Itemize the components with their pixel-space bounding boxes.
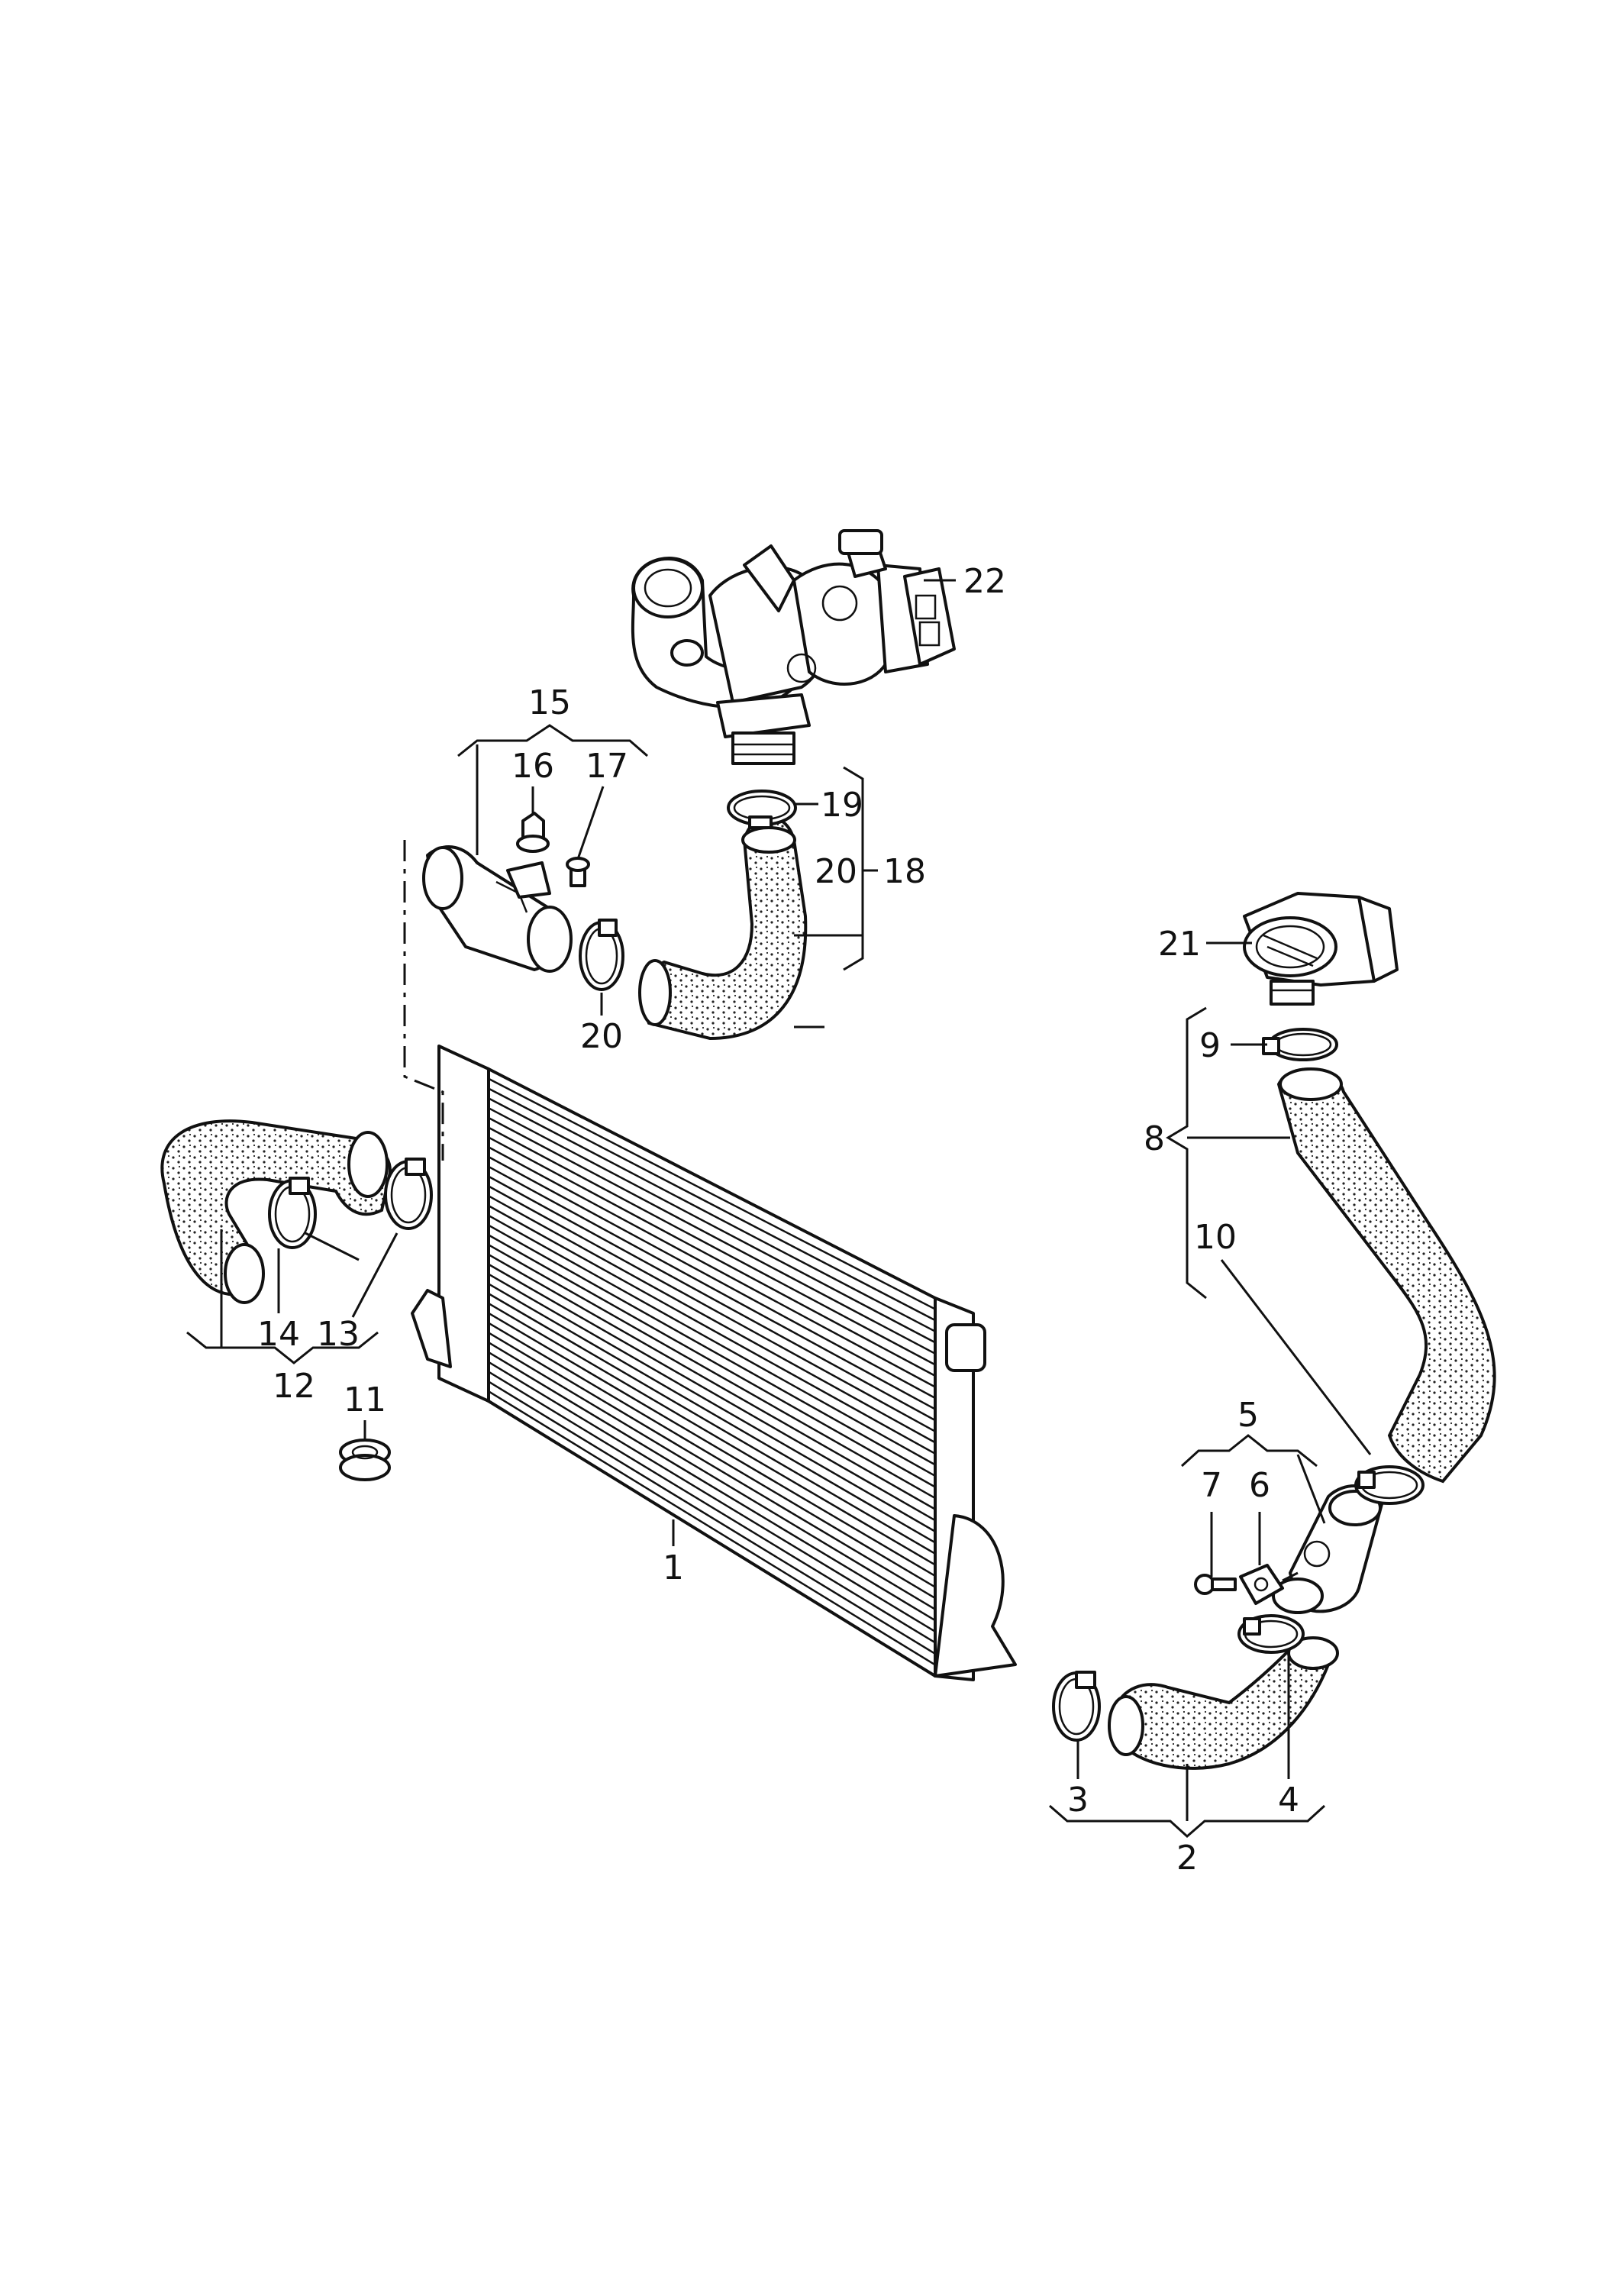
- callout-22: 22: [963, 562, 1006, 601]
- callout-21: 21: [1158, 925, 1201, 964]
- intercooler: [411, 1045, 1017, 1681]
- hose-8: [1276, 1067, 1496, 1484]
- callout-20-clamp: 20: [580, 1017, 623, 1056]
- bolt-7: [1194, 1574, 1237, 1595]
- callout-12: 12: [273, 1367, 315, 1406]
- callout-19: 19: [821, 786, 863, 825]
- callout-1: 1: [663, 1548, 684, 1587]
- grommet-11: [339, 1439, 391, 1481]
- callout-20-hose: 20: [815, 852, 857, 891]
- callout-10: 10: [1194, 1218, 1237, 1257]
- clamp-9: [1262, 1028, 1338, 1061]
- callout-7: 7: [1201, 1466, 1222, 1505]
- callout-6: 6: [1249, 1466, 1270, 1505]
- clamp-10: [1354, 1465, 1425, 1505]
- hose-20: [638, 815, 808, 1041]
- callout-17: 17: [586, 747, 628, 786]
- callout-15: 15: [528, 683, 571, 722]
- clamp-13: [384, 1158, 433, 1230]
- callout-14: 14: [257, 1315, 300, 1354]
- clamp-3: [1052, 1671, 1101, 1742]
- clamp-14: [268, 1177, 317, 1249]
- callout-3: 3: [1067, 1781, 1089, 1820]
- callout-8: 8: [1144, 1119, 1165, 1158]
- throttle-body: [1243, 892, 1399, 1006]
- sensor-6: [1239, 1564, 1284, 1605]
- leader-lines: [186, 579, 1372, 1839]
- callout-16: 16: [511, 747, 554, 786]
- hose-2: [1108, 1636, 1339, 1770]
- callout-11: 11: [344, 1381, 386, 1419]
- callout-9: 9: [1199, 1026, 1221, 1065]
- callout-labels: 1 2 3 4 5 6 7 8 9 10 11 12 13 14 15 16 1…: [257, 562, 1299, 1878]
- clamp-19: [727, 790, 797, 829]
- clamp-20: [579, 919, 624, 991]
- charge-air-pipe-15: [422, 845, 573, 973]
- callout-5: 5: [1237, 1396, 1259, 1435]
- bolt-17: [566, 857, 590, 887]
- callout-18: 18: [883, 852, 926, 891]
- callout-2: 2: [1176, 1839, 1198, 1878]
- charge-air-pipe-5: [1272, 1484, 1383, 1614]
- nut-16: [516, 812, 550, 853]
- callout-13: 13: [317, 1315, 360, 1354]
- callout-4: 4: [1278, 1781, 1299, 1820]
- turbocharger: [631, 529, 956, 765]
- hose-12: [160, 1119, 392, 1304]
- clamp-4: [1237, 1614, 1305, 1654]
